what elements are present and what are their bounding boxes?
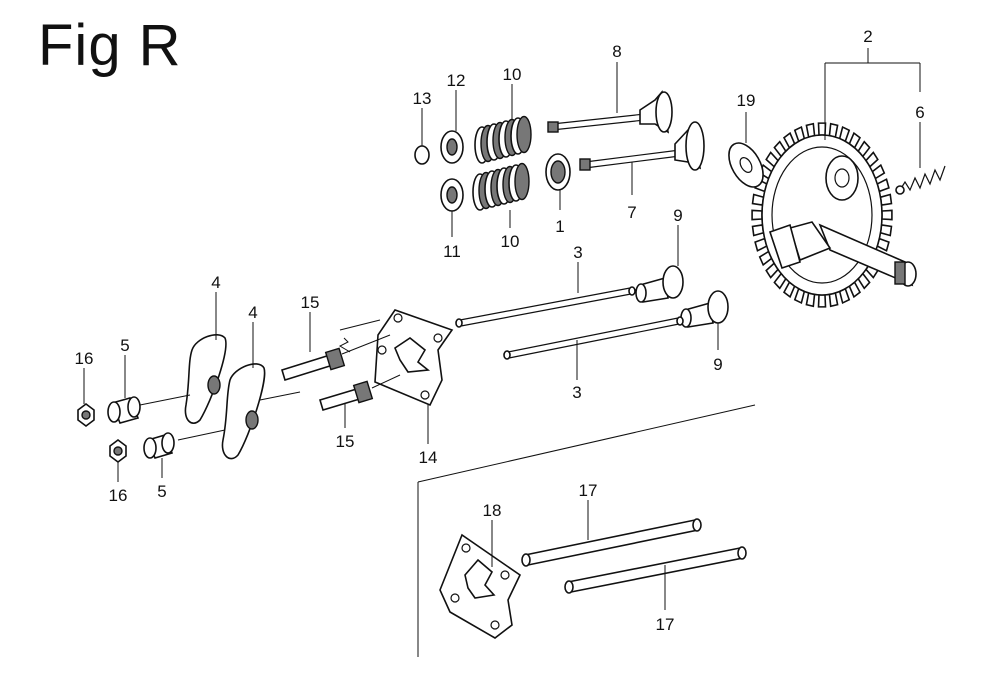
rocker-arm-lower (221, 363, 266, 460)
valve-retainer-upper (440, 130, 464, 164)
pivot-ball-upper (107, 396, 141, 424)
pivot-ball-lower (143, 432, 175, 459)
valve-rotator (545, 153, 571, 191)
intake-valve (579, 121, 705, 171)
callout-17-lower: 17 (656, 615, 675, 634)
callout-9-upper: 9 (673, 206, 682, 225)
callout-6: 6 (915, 103, 924, 122)
inset-push-rod-upper (521, 518, 702, 567)
callout-5-lower: 5 (157, 482, 166, 501)
rocker-pivot-upper (281, 334, 391, 382)
valve-spring-upper (474, 115, 532, 164)
rocker-arm-upper (184, 334, 227, 424)
inset-push-rod-lower (564, 546, 747, 594)
valve-cotter (414, 145, 430, 165)
inset-frame (417, 404, 756, 657)
callout-4-upper: 4 (211, 273, 220, 292)
callout-labels: 2 6 19 8 7 1 10 10 12 13 11 9 9 3 3 4 4 … (75, 27, 925, 634)
push-rod-upper (455, 286, 636, 328)
callout-11: 11 (443, 242, 461, 261)
camshaft-gear (751, 122, 917, 308)
tappet-upper (635, 265, 684, 303)
callout-13: 13 (413, 89, 432, 108)
tappet-lower (680, 290, 729, 328)
governor-spring (895, 165, 946, 195)
pivot-nut-lower (109, 439, 127, 463)
push-rod-lower (503, 316, 684, 360)
inset-guide-plate (439, 533, 522, 639)
callout-14: 14 (419, 448, 438, 467)
callout-10-lower: 10 (501, 232, 520, 251)
callout-18: 18 (483, 501, 502, 520)
callout-15-upper: 15 (301, 293, 320, 312)
callout-3-lower: 3 (572, 383, 581, 402)
leader-lines (83, 48, 921, 610)
callout-12: 12 (447, 71, 466, 90)
exhaust-valve (547, 90, 673, 134)
thrust-washer (728, 142, 764, 188)
callout-19: 19 (737, 91, 756, 110)
figure-title: Fig R (38, 13, 182, 78)
callout-16-lower: 16 (109, 486, 128, 505)
callout-15-lower: 15 (336, 432, 355, 451)
rocker-pivot-lower (319, 374, 401, 411)
callout-17-upper: 17 (579, 481, 598, 500)
callout-9-lower: 9 (713, 355, 722, 374)
callout-8: 8 (612, 42, 621, 61)
callout-2: 2 (863, 27, 872, 46)
callout-5-upper: 5 (120, 336, 129, 355)
valve-spring-lower (472, 162, 530, 211)
push-rod-guide-plate (374, 309, 454, 407)
callout-4-lower: 4 (248, 303, 257, 322)
callout-1: 1 (555, 217, 564, 236)
pivot-nut-upper (77, 403, 95, 427)
callout-7: 7 (627, 203, 636, 222)
callout-16-upper: 16 (75, 349, 94, 368)
valve-retainer-lower (440, 178, 464, 212)
callout-3-upper: 3 (573, 243, 582, 262)
callout-10-upper: 10 (503, 65, 522, 84)
